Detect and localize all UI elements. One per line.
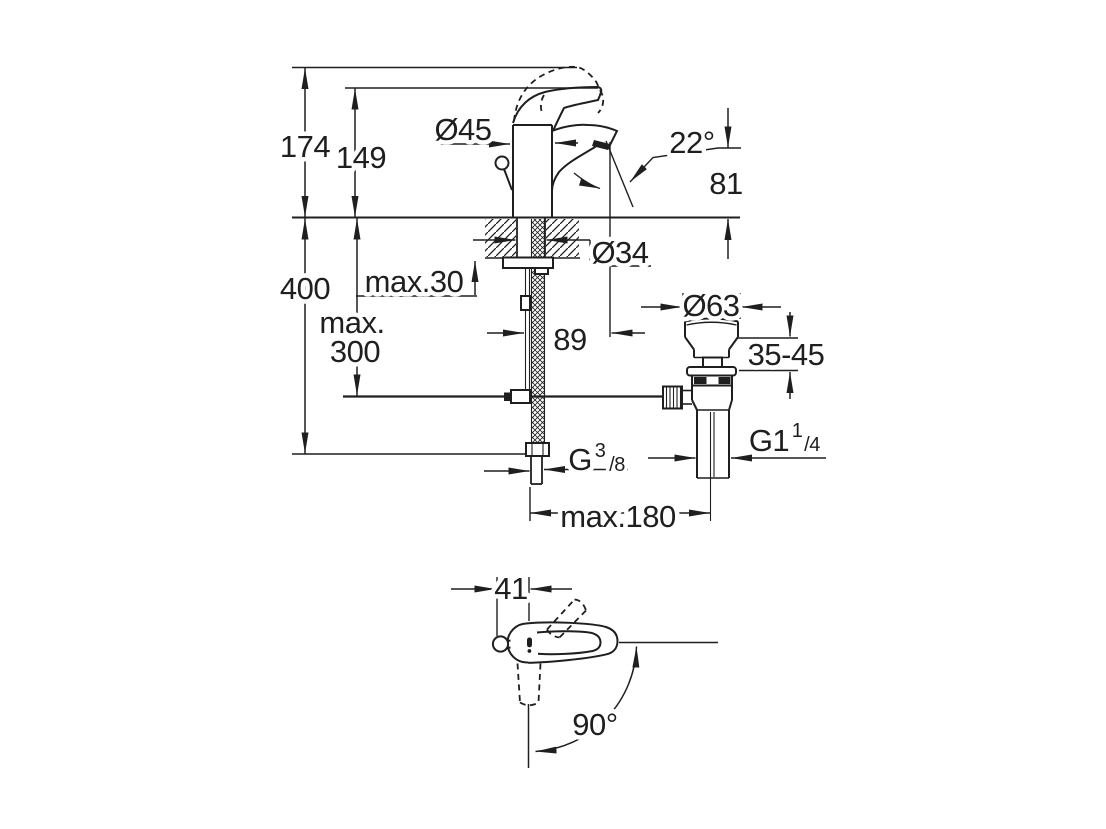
hose-edges [530,219,546,443]
drain-slot-left [694,377,707,384]
faucet-body [512,124,553,218]
label-deck-thickness: max.30 [365,264,464,299]
label-height-174: 174 [280,129,330,164]
faucet-side-view [494,65,634,218]
drain-plug [682,293,741,359]
pull-rod-knob [494,155,510,171]
handle-raised-dashed [513,65,605,122]
spout-dashed-top-view [516,663,542,707]
hose-nut [525,442,550,457]
pull-knob-stem [508,639,511,649]
handle-swung-dashed [546,598,587,639]
label-max-spread: max.180 [560,499,676,534]
handle-top-view [525,621,619,664]
dia34-leader [589,240,651,267]
rod-coupler [510,389,531,404]
pull-rod [503,168,513,191]
label-spout-angle: 22° [669,125,714,160]
dimension-lines [301,68,826,521]
knurl-lines [665,387,682,408]
mounting-flange [502,256,554,269]
drain-flange [686,366,737,377]
label-body-diameter: Ø45 [434,112,491,147]
handle-mark [527,637,532,648]
aerator [592,140,610,150]
label-outlet-height: 81 [709,166,742,201]
reference-lines [292,66,611,455]
hose-nut-facets [530,443,544,485]
label-basin-range: 35-45 [748,337,825,372]
label-waste-thread: G1 [749,423,789,458]
handle-mark-dot [527,649,532,653]
spout-angle-lines [573,140,634,208]
swivel-arc-90 [535,646,640,754]
flange-step [534,267,549,275]
label-height-400: 400 [280,271,330,306]
label-max-depth-2: 300 [330,334,380,369]
angle22-leader [629,147,719,183]
braided-hose [531,219,545,443]
label-hole-diameter: Ø34 [591,235,648,270]
plug-stem [702,356,723,368]
label-supply-thread-sup: 3 [595,440,606,462]
counter-hatch-right [546,219,579,257]
swivel-references [527,641,718,768]
drain-slot-right [718,377,731,384]
label-height-149: 149 [336,140,386,175]
countertop-section [292,216,740,259]
faucet-top-view [451,577,718,768]
label-supply-thread: G [568,442,592,477]
label-swivel-angle: 90° [572,707,617,742]
drain-lower-body [682,384,733,521]
label-waste-thread-sub: /4 [804,434,820,456]
pull-knob-top-view [491,635,510,653]
rod-coupler-knob [504,392,511,401]
top-view-extensions [496,577,530,636]
label-max-depth-1: max. [319,305,384,340]
label-handle-width: 41 [494,571,527,606]
label-drain-diameter: Ø63 [682,288,739,323]
supply-hose [502,219,554,485]
drain-assembly [662,293,741,521]
linkage-knurl-knob [662,385,683,410]
counter-hatch-left [485,219,516,257]
label-supply-thread-sub: /8 [609,454,625,476]
rod-sleeve [520,295,531,311]
pop-up-rod [343,262,663,398]
label-reach: 89 [553,322,586,357]
label-waste-thread-sup: 1 [792,420,803,442]
rod-lines [343,262,663,398]
